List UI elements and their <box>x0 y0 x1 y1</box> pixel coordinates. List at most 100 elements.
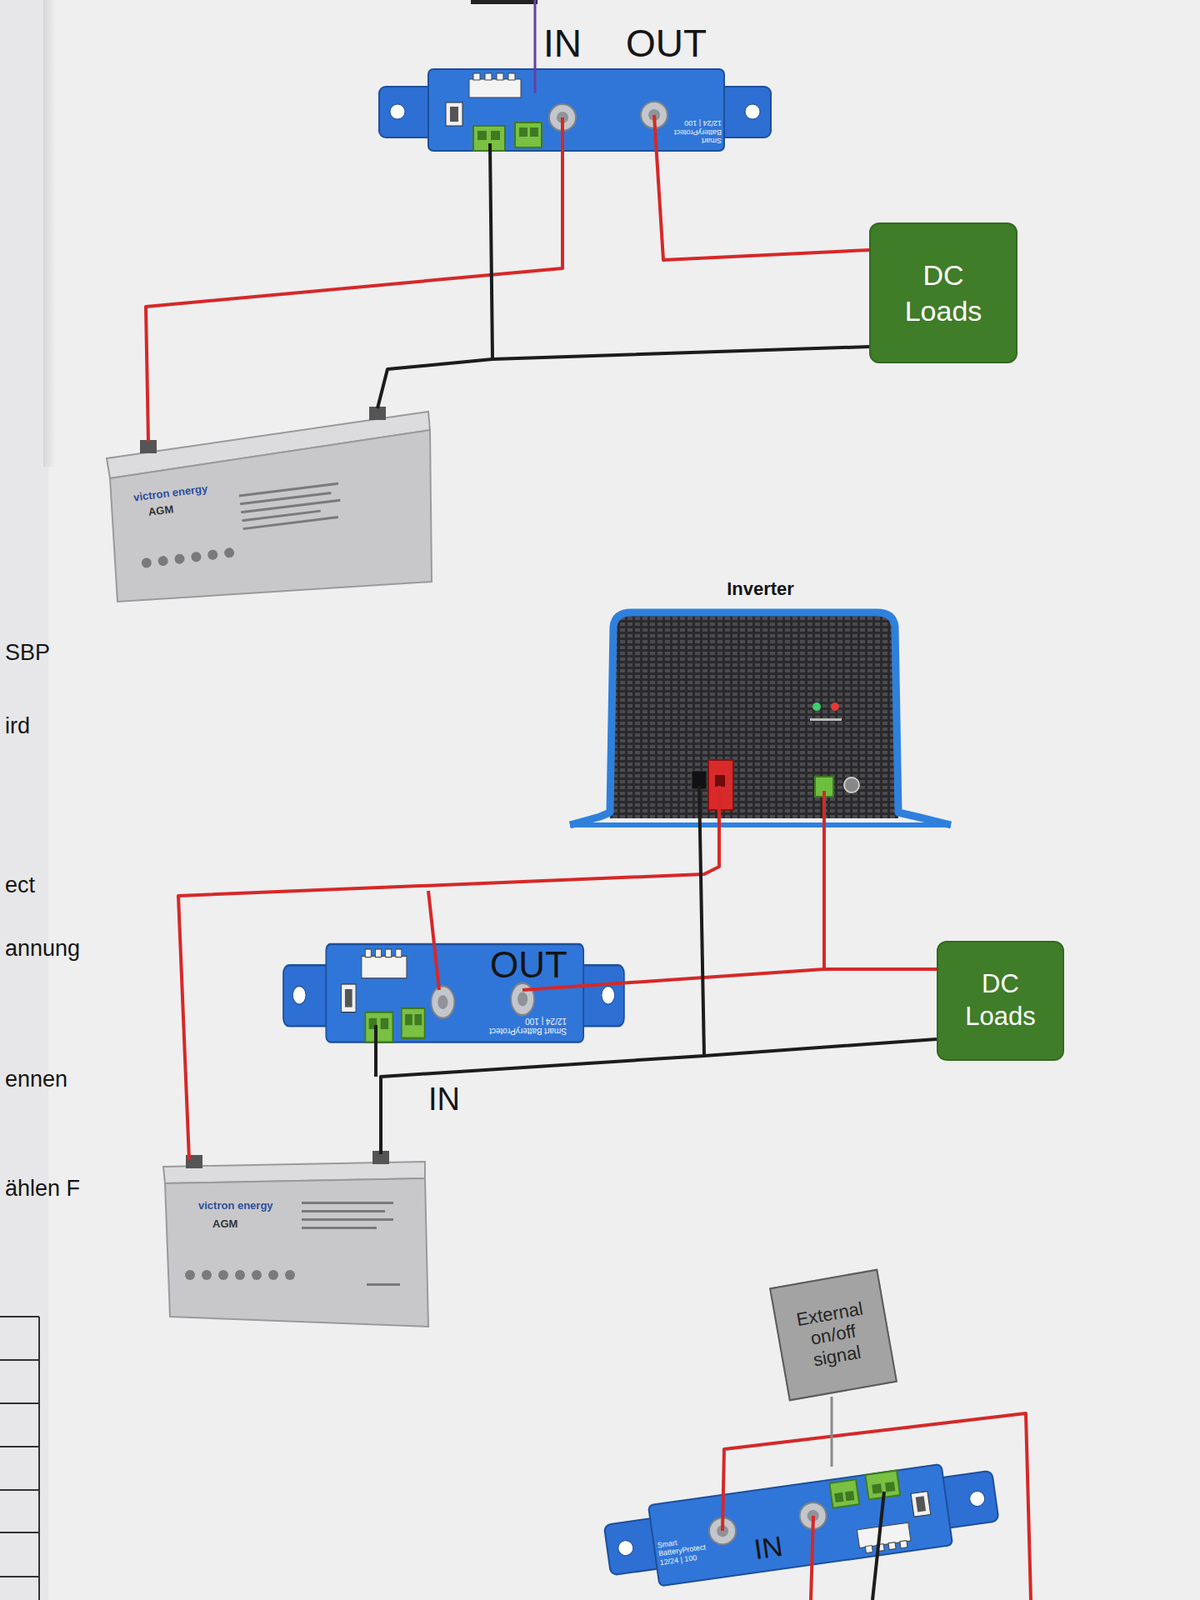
agm-battery <box>240 499 340 515</box>
agm-battery <box>140 557 152 569</box>
inverter-unit <box>570 612 951 825</box>
wire <box>145 0 870 442</box>
battery-brand: victron energy <box>132 483 209 505</box>
terminal-label: IN <box>543 21 582 66</box>
agm-battery <box>223 547 235 559</box>
terminal-label: OUT <box>625 21 707 66</box>
cut-off-part <box>470 0 538 5</box>
battery-brand: victron energy <box>198 1200 274 1213</box>
inverter-unit <box>812 702 821 711</box>
dc-loads-box: DC Loads <box>869 222 1018 364</box>
wire <box>380 1039 937 1155</box>
left-table <box>0 1575 40 1578</box>
agm-battery <box>185 1201 400 1286</box>
battery-protect-device <box>379 69 771 151</box>
agm-battery <box>157 555 169 566</box>
wire <box>490 143 493 360</box>
node-text: DC Loads <box>905 257 983 329</box>
wire <box>722 1413 1031 1600</box>
left-table <box>0 1531 40 1534</box>
left-table <box>0 1359 40 1361</box>
wire <box>699 785 705 1056</box>
left-table <box>0 1315 40 1318</box>
inverter-unit <box>570 822 951 828</box>
page-margin-text: ird <box>5 713 30 740</box>
wire <box>428 890 440 990</box>
wire-connector <box>824 831 937 970</box>
node-text: Inverter <box>726 578 795 600</box>
agm-battery <box>110 430 432 602</box>
agm-battery <box>268 1270 279 1280</box>
wire <box>722 1396 1031 1600</box>
agm-battery <box>185 1270 195 1280</box>
inverter-unit <box>715 775 725 787</box>
left-table <box>0 1489 40 1491</box>
inverter-unit <box>844 777 860 793</box>
device-model-text: Smart BatteryProtect 12/24 | 100 <box>670 119 722 145</box>
left-page-strip <box>0 0 49 1600</box>
inverter-unit <box>810 718 842 721</box>
page-margin-text: ect <box>5 872 35 899</box>
device-model-text: Smart BatteryProtect 12/24 | 100 <box>656 1534 712 1567</box>
agm-battery <box>190 551 202 563</box>
left-table <box>0 1316 40 1600</box>
wire <box>654 115 870 260</box>
wire <box>145 117 563 442</box>
page-margin-text: SBP <box>5 640 50 666</box>
page-margin-text: ählen F <box>5 1175 80 1202</box>
agm-battery <box>301 1210 385 1213</box>
page-margin-text: annung <box>5 935 80 962</box>
node-text: DC Loads <box>965 968 1035 1034</box>
wire <box>810 1515 814 1600</box>
wire <box>178 785 937 1160</box>
node-text: External on/off signal <box>783 1295 884 1374</box>
agm-battery <box>174 553 185 565</box>
inverter-unit <box>830 702 840 711</box>
left-table <box>38 1316 40 1600</box>
agm-battery <box>301 1226 377 1230</box>
device-model-text: Smart BatteryProtect 12/24 | 100 <box>466 1016 567 1036</box>
battery-protect-device <box>283 944 625 1043</box>
agm-battery <box>235 1270 245 1280</box>
agm-battery <box>369 406 386 420</box>
agm-battery <box>251 1270 262 1280</box>
agm-battery <box>243 515 340 530</box>
signal-box: External on/off signal <box>769 1269 898 1402</box>
agm-battery <box>165 1178 429 1327</box>
wire <box>522 969 825 990</box>
inverter-unit <box>570 612 951 825</box>
page-fold-shadow <box>43 0 55 467</box>
wire <box>534 0 537 94</box>
dc-loads-box: DC Loads <box>936 940 1065 1061</box>
terminal-label: IN <box>428 1083 460 1115</box>
agm-battery <box>366 1283 400 1286</box>
agm-battery <box>301 1218 394 1221</box>
inverter-unit: Inverter <box>566 575 955 832</box>
agm-battery <box>140 440 157 454</box>
agm-battery <box>285 1270 295 1280</box>
inverter-unit <box>610 612 899 819</box>
left-table <box>0 1445 40 1448</box>
agm-battery <box>218 1270 229 1280</box>
battery-protect-device <box>601 1457 1001 1593</box>
page-margin-text: ennen <box>5 1066 68 1093</box>
wire <box>872 1491 885 1600</box>
agm-battery <box>301 1201 394 1205</box>
agm-battery <box>163 1150 429 1327</box>
agm-battery <box>201 1270 212 1280</box>
left-table <box>0 1402 40 1405</box>
battery-type: AGM <box>212 1218 238 1231</box>
wire <box>374 1025 378 1077</box>
agm-battery <box>207 549 219 560</box>
wire <box>377 346 870 409</box>
wire <box>830 1396 834 1467</box>
wire <box>178 785 720 1160</box>
wire <box>822 790 826 832</box>
terminal-label: OUT <box>490 946 568 984</box>
terminal-label: IN <box>752 1531 785 1564</box>
battery-type: AGM <box>147 503 175 520</box>
